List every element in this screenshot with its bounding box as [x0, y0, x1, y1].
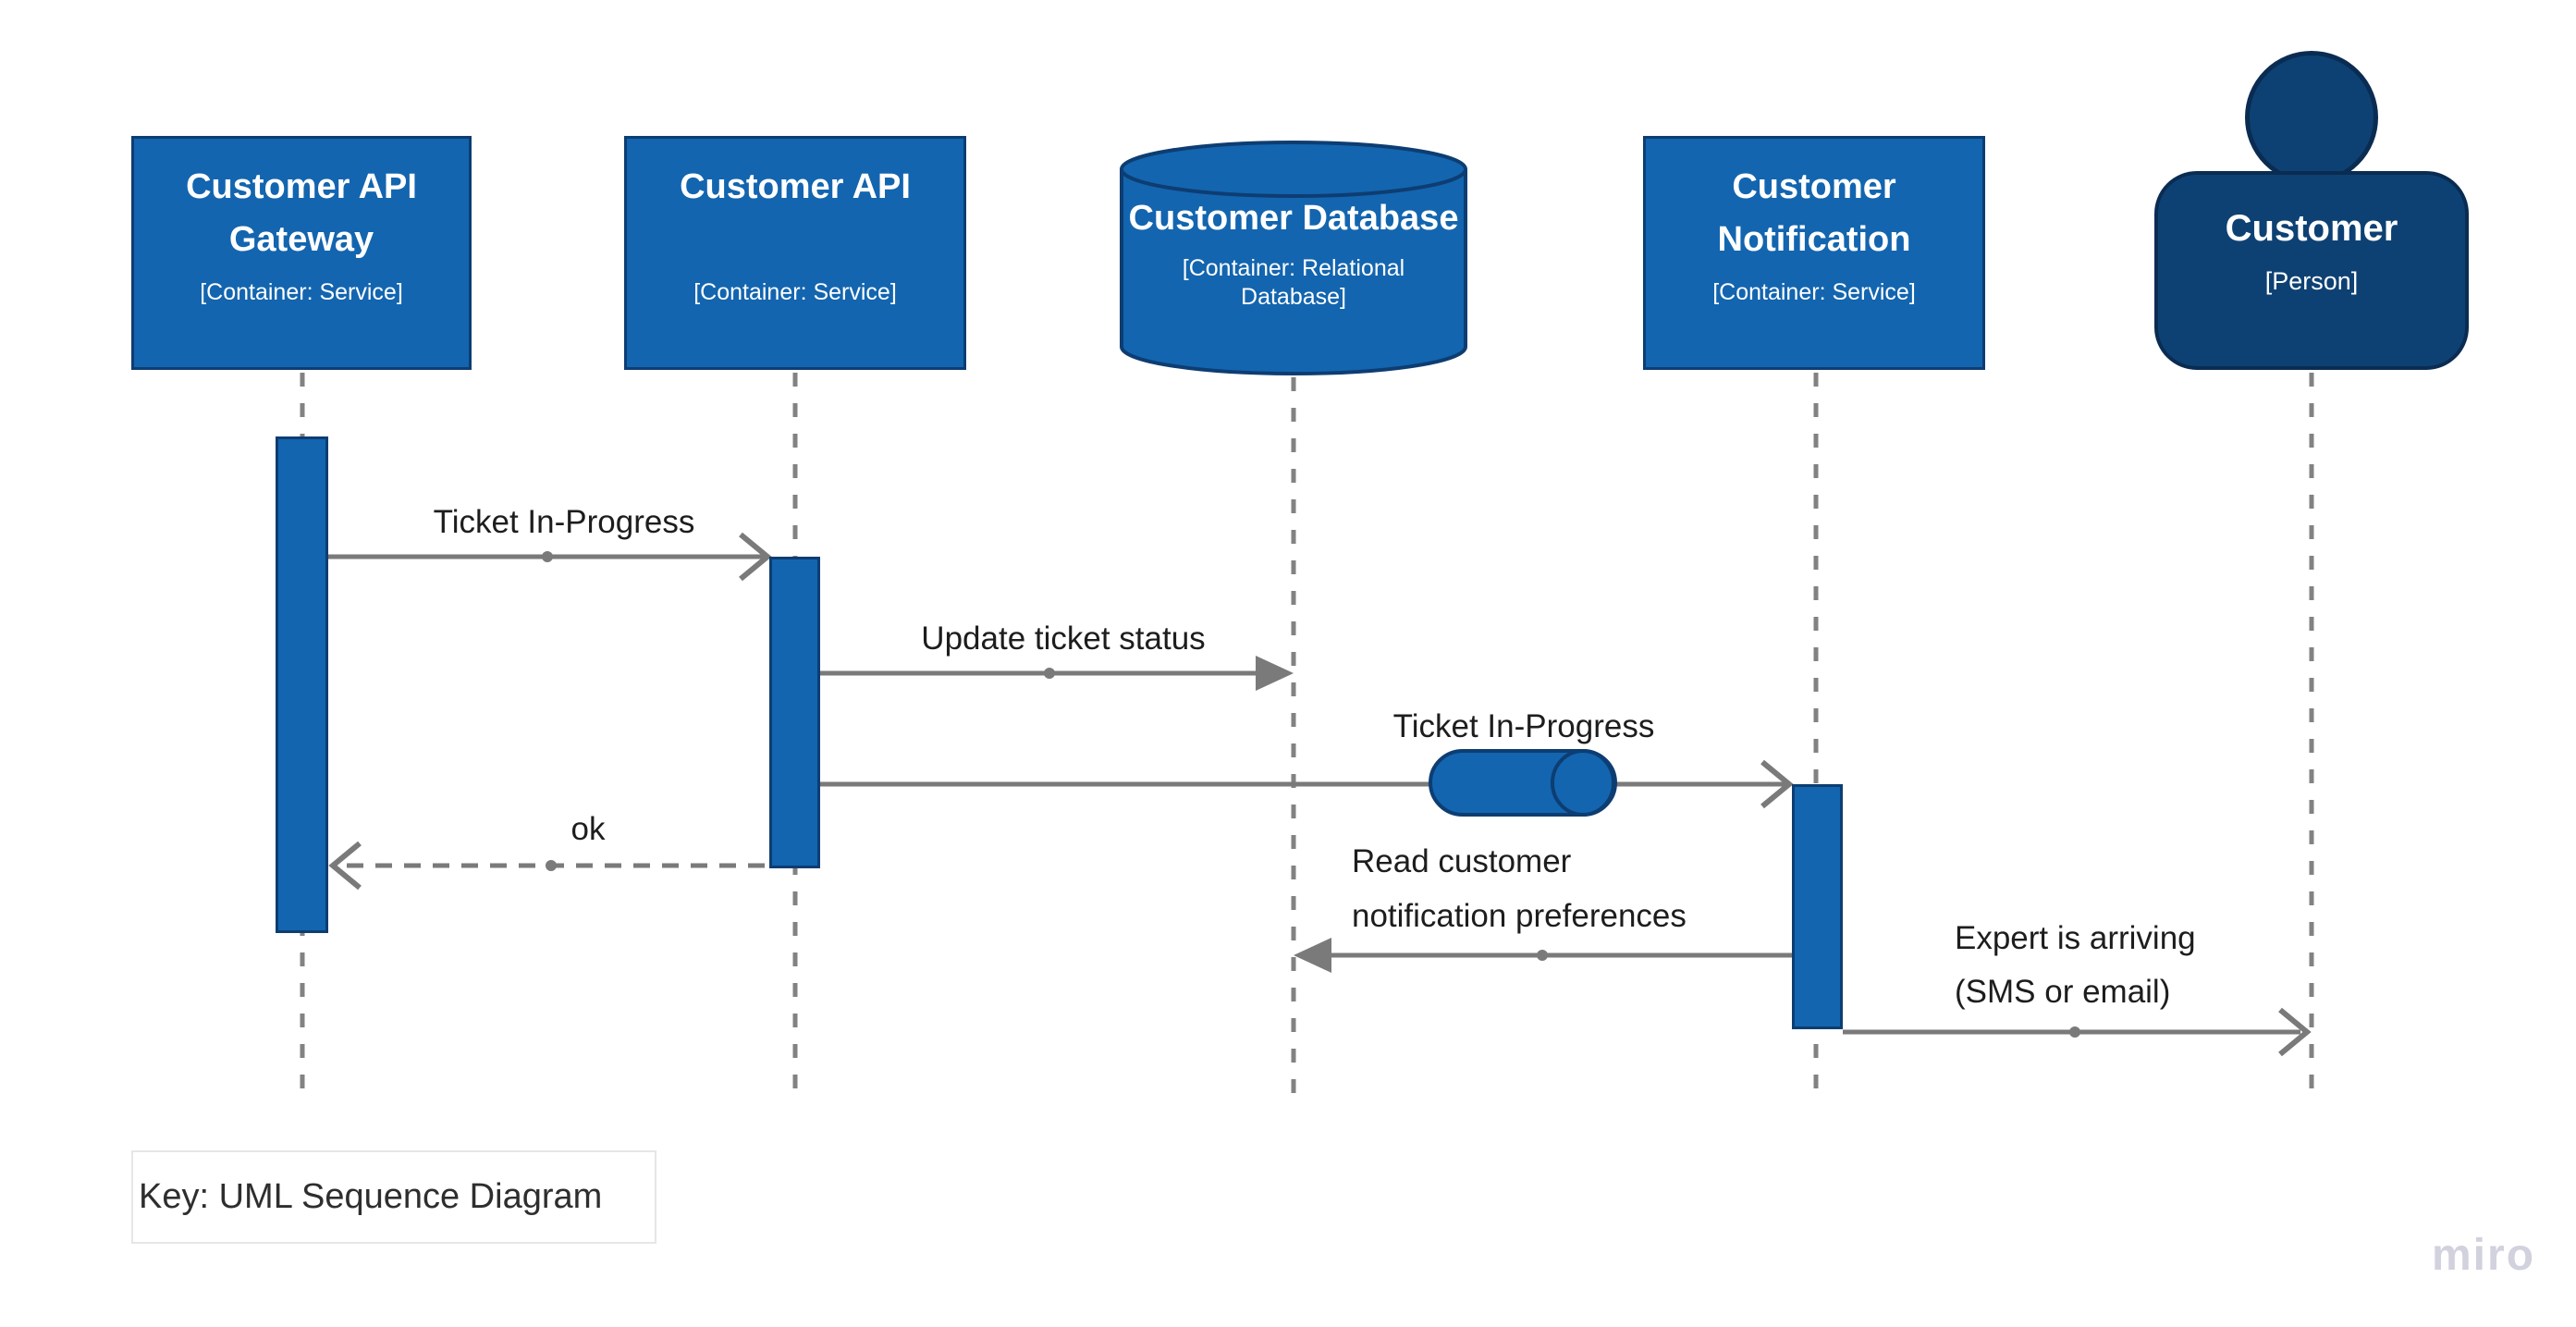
activation-bar-gateway[interactable] [276, 436, 328, 933]
message-label-expert-arriving[interactable]: Expert is arriving (SMS or email) [1955, 920, 2196, 1010]
message-arrow-ticket-in-progress-2[interactable] [820, 759, 1794, 809]
participant-customer-notification[interactable]: Customer Notification [Container: Servic… [1643, 136, 1985, 370]
participant-title: Customer Database [1128, 199, 1459, 238]
participant-title: Customer Notification [1717, 167, 1911, 259]
message-label-ticket-in-progress-1[interactable]: Ticket In-Progress [433, 504, 695, 540]
key-box[interactable]: Key: UML Sequence Diagram [131, 1150, 656, 1244]
message-label-read-preferences[interactable]: Read customer notification preferences [1352, 843, 1687, 934]
participant-subtitle: [Container: Service] [200, 279, 403, 305]
participant-subtitle: [Container: Service] [1712, 279, 1916, 305]
message-arrow-expert-arriving[interactable] [1843, 1007, 2312, 1057]
participant-title: Customer API [680, 167, 911, 206]
connector-mid-dot [1044, 668, 1055, 679]
person-body: Customer [Person] [2154, 171, 2469, 370]
message-arrow-ticket-in-progress-1[interactable] [328, 532, 772, 582]
open-arrowhead-icon [1760, 759, 1794, 809]
connector-mid-dot [542, 551, 553, 562]
open-arrowhead-icon [739, 532, 772, 582]
key-label: Key: UML Sequence Diagram [139, 1177, 603, 1216]
participant-subtitle: [Person] [2264, 267, 2359, 295]
database-cylinder-icon [1120, 141, 1467, 375]
message-label-ticket-in-progress-2[interactable]: Ticket In-Progress [1392, 708, 1655, 744]
participant-title: Customer API Gateway [186, 167, 417, 259]
participant-customer-database[interactable]: Customer Database [Container: Relational… [1119, 139, 1468, 377]
activation-bar-api[interactable] [769, 557, 820, 868]
connector-mid-dot [1537, 950, 1548, 961]
open-arrowhead-icon [328, 841, 362, 891]
activation-bar-notification[interactable] [1792, 784, 1843, 1029]
miro-watermark: miro [2432, 1231, 2536, 1280]
message-arrow-read-preferences[interactable] [1294, 938, 1792, 973]
connector-mid-dot [546, 860, 557, 871]
filled-arrowhead-icon [1294, 938, 1331, 973]
message-arrow-update-ticket-status[interactable] [820, 656, 1294, 691]
participant-subtitle: [Container: Relational Database] [1182, 254, 1405, 311]
participant-title: Customer [2225, 208, 2398, 249]
participant-customer-api-gateway[interactable]: Customer API Gateway [Container: Service… [131, 136, 472, 370]
message-arrow-ok[interactable] [328, 841, 765, 891]
participant-customer-api[interactable]: Customer API [Container: Service] [624, 136, 966, 370]
participant-subtitle: [Container: Service] [693, 279, 897, 305]
message-queue-shape[interactable] [1429, 749, 1617, 817]
open-arrowhead-icon [2278, 1007, 2312, 1057]
queue-cylinder-icon [1429, 749, 1617, 817]
connector-mid-dot [2069, 1026, 2080, 1038]
message-label-ok[interactable]: ok [570, 811, 606, 847]
person-head-icon [2245, 51, 2378, 184]
filled-arrowhead-icon [1256, 656, 1294, 691]
message-label-update-ticket-status[interactable]: Update ticket status [921, 620, 1206, 657]
